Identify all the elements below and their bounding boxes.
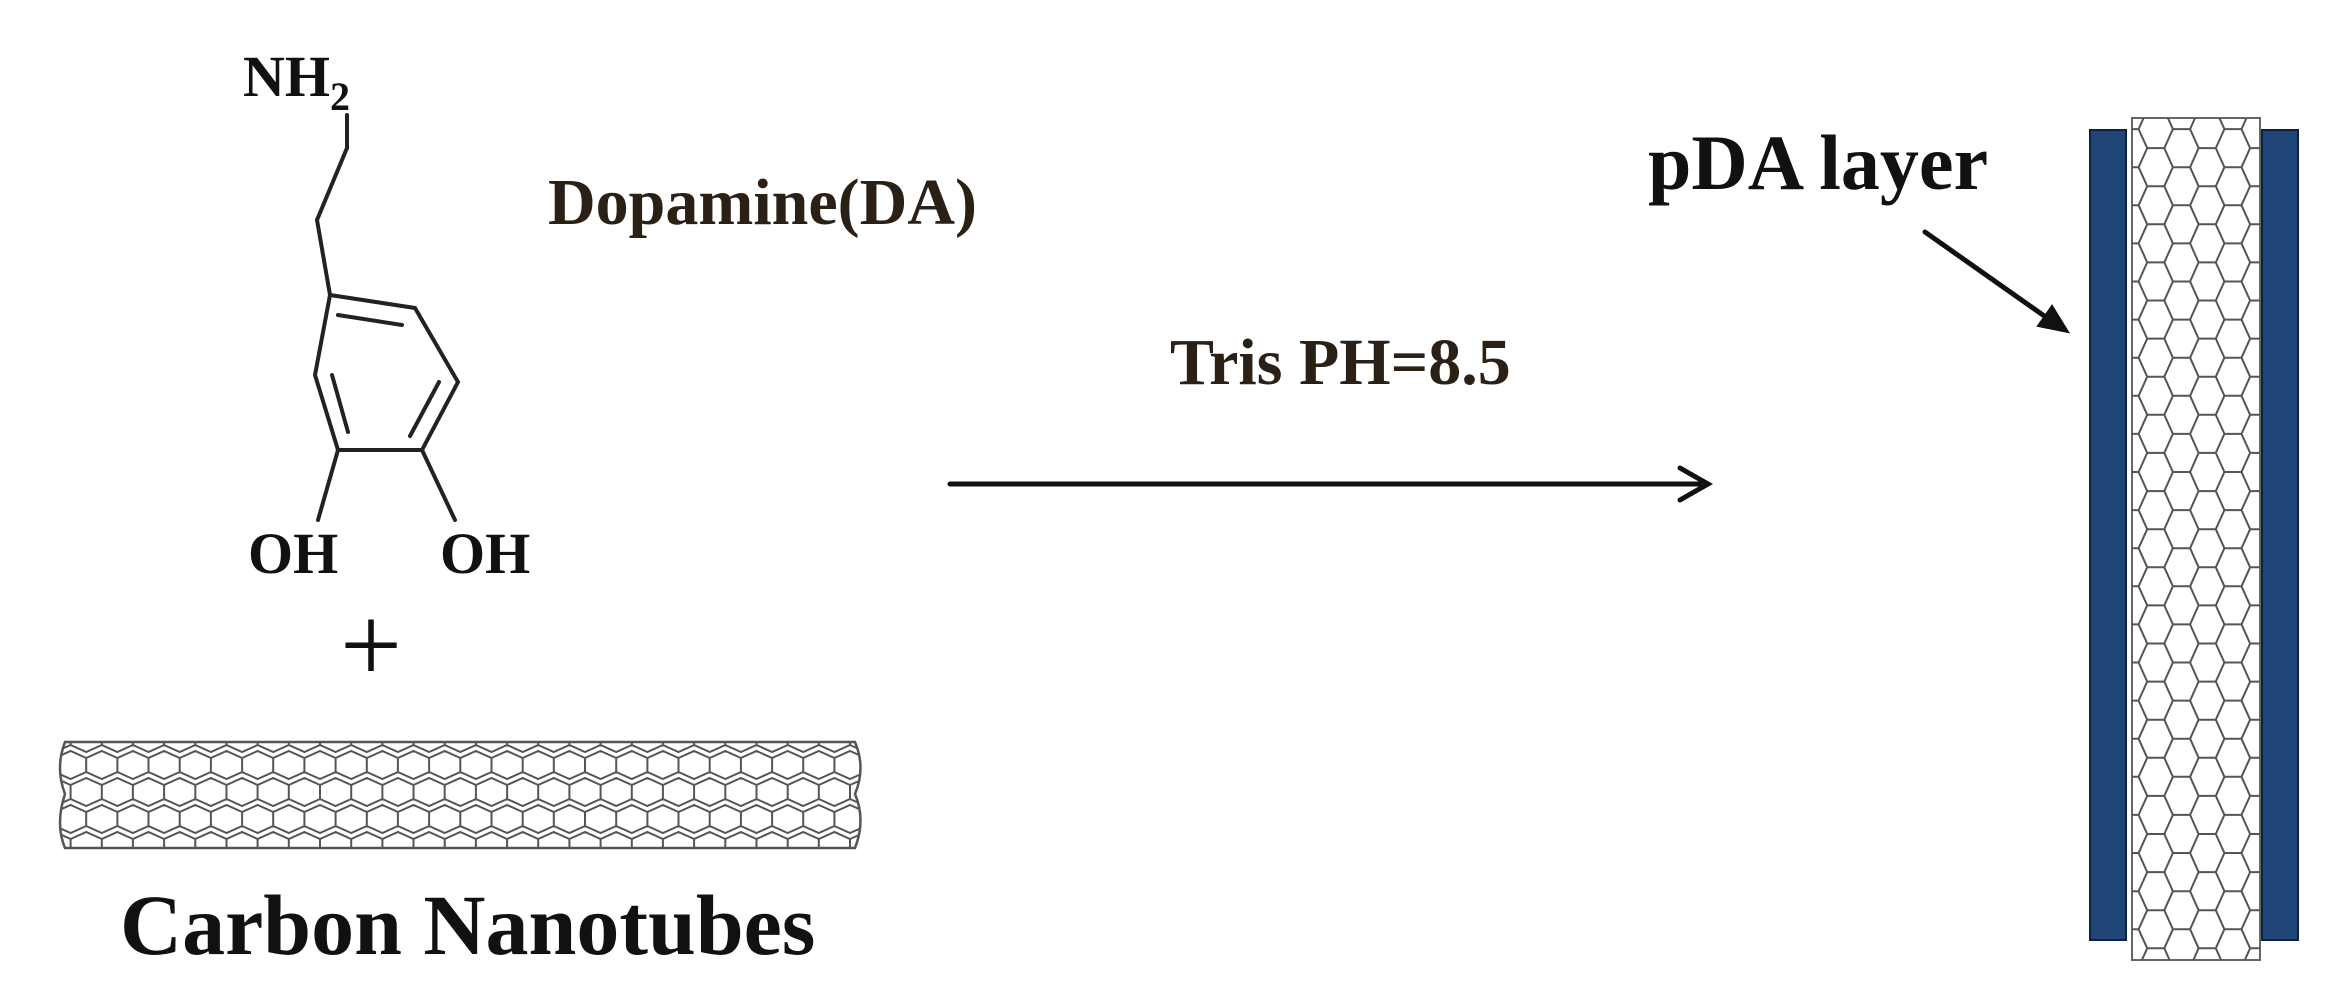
pda-layer-label: pDA layer xyxy=(1648,119,1989,206)
pda-layer-left xyxy=(2089,129,2127,941)
pda-coated-nanotube xyxy=(2089,117,2299,961)
plus-sign: + xyxy=(340,584,403,706)
bond-c-oh-left xyxy=(316,448,340,522)
nanotube-lattice-horizontal xyxy=(60,742,861,848)
bond-c-oh-right xyxy=(420,448,457,522)
dopamine-label: Dopamine(DA) xyxy=(548,166,977,239)
nanotube-lattice-vertical xyxy=(2132,118,2260,960)
arrow-head xyxy=(1677,465,1714,503)
amine-group-label: NH2 xyxy=(243,44,350,120)
bond-c1-c2 xyxy=(315,146,349,222)
hydroxyl-left-label: OH xyxy=(248,521,339,586)
reaction-condition-label: Tris PH=8.5 xyxy=(1170,326,1511,399)
carbon-nanotubes-label: Carbon Nanotubes xyxy=(120,877,816,973)
carbon-nanotube-horizontal xyxy=(58,740,862,850)
dopamine-structure xyxy=(312,113,461,522)
ring-double-bond-2 xyxy=(408,380,441,438)
benzene-ring xyxy=(312,292,461,452)
pda-pointer-arrow xyxy=(1922,229,2071,334)
ring-double-bond-1 xyxy=(336,313,404,327)
ring-double-bond-3 xyxy=(330,373,350,434)
reaction-arrow xyxy=(947,465,1714,503)
hexagon-mesh xyxy=(2132,118,2260,960)
hydroxyl-right-label: OH xyxy=(440,521,531,586)
hexagon-mesh xyxy=(60,742,861,848)
bond-c2-ring xyxy=(315,218,332,297)
pda-layer-right xyxy=(2261,129,2299,941)
